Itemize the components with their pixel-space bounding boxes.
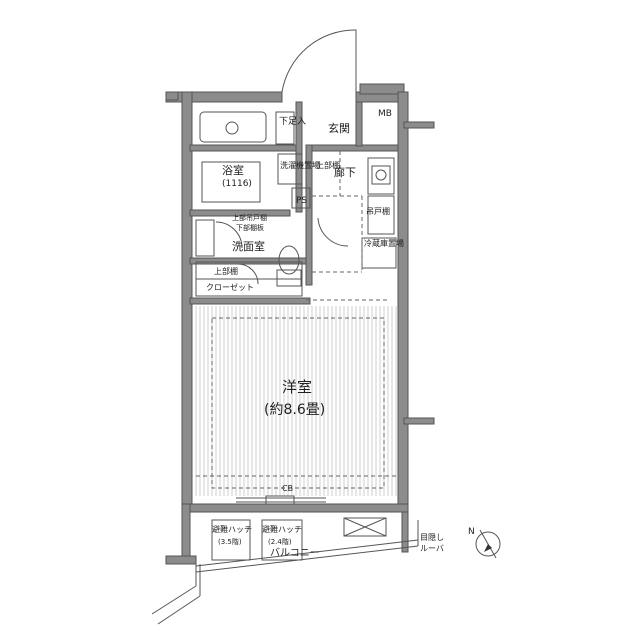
louver-label-1: 目隠し — [420, 532, 444, 542]
hatch-left-label: 避難ハッチ — [212, 524, 252, 534]
hatch-right-size-label: (2.4階) — [268, 537, 292, 546]
balcony-label: バルコニー — [270, 547, 320, 559]
corridor-label: 廊下 — [334, 165, 356, 179]
compass-north-label: N — [468, 527, 475, 537]
storage-top-label: 上部吊戸棚 — [232, 213, 267, 222]
meter-box-label: MB — [378, 109, 392, 119]
western-room-floor — [195, 306, 397, 496]
louver-label-2: ルーバ — [420, 544, 444, 553]
shoe-box-label: 下足入 — [279, 116, 306, 127]
closet-label: クローゼット — [206, 282, 254, 292]
entrance-label: 玄関 — [328, 121, 350, 135]
hatch-left-size-label: (3.5階) — [218, 537, 242, 546]
upper-shelf-label: 上部棚 — [214, 266, 238, 276]
outer-walls — [165, 83, 435, 565]
compass-icon: N — [468, 527, 501, 559]
bath-label: 浴室 — [222, 163, 244, 177]
washer-area-label: 洗濯機置場 — [280, 160, 320, 170]
western-room-label: 洋室 — [282, 378, 312, 396]
western-room-size-label: (約8.6畳) — [264, 402, 325, 418]
balcony-area — [195, 519, 419, 573]
storage-bottom-label: 下部棚板 — [236, 223, 264, 232]
dashed-lines — [196, 151, 398, 489]
pipe-space-label: PS — [296, 196, 307, 206]
kitchen-cabinet-label: 吊戸棚 — [366, 206, 390, 216]
balcony-window — [236, 495, 326, 505]
cb-label: CB — [282, 484, 293, 493]
bath-size-label: (1116) — [222, 179, 252, 189]
hatch-right-label: 避難ハッチ — [262, 524, 302, 534]
upper-shelf-corridor-label: 上部棚 — [316, 160, 340, 170]
fridge-label: 冷蔵庫置場 — [364, 238, 404, 248]
door-swings — [215, 29, 357, 285]
fixtures — [195, 111, 397, 537]
washroom-label: 洗面室 — [232, 239, 265, 253]
outdoor-stair — [151, 564, 201, 625]
interior-walls — [189, 101, 399, 305]
